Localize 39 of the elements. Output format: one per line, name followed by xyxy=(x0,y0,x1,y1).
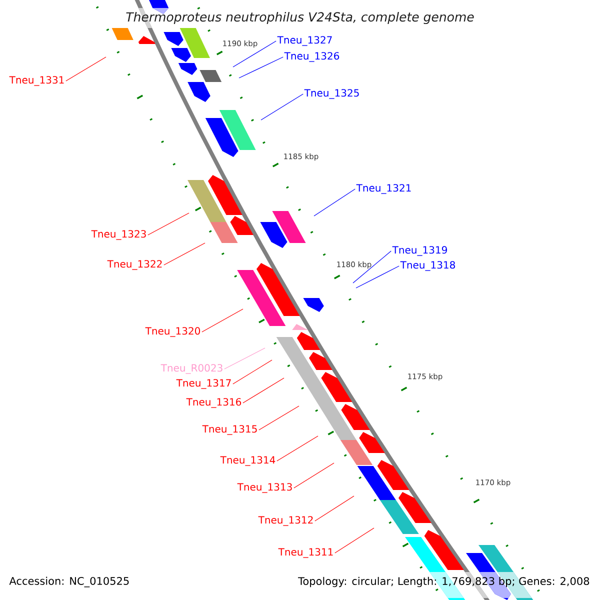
gene-label: Tneu_1321 xyxy=(356,184,411,194)
gene-label: Tneu_1316 xyxy=(186,398,242,408)
gene-label: Tneu_1313 xyxy=(237,483,292,493)
gene-label: Tneu_1315 xyxy=(202,425,257,435)
leader-line xyxy=(238,56,284,78)
leader-line xyxy=(334,528,374,554)
title: Thermoproteus neutrophilus V24Sta, complete genome xyxy=(126,12,474,24)
gene-label: Tneu_1312 xyxy=(258,516,313,526)
gene-label: Tneu_1320 xyxy=(145,327,200,337)
leader-line xyxy=(232,360,272,384)
leader-line xyxy=(232,40,276,68)
leader-line xyxy=(314,496,354,522)
leader-line xyxy=(148,212,190,236)
gene-label: Tneu_1318 xyxy=(400,261,455,271)
gene-label: Tneu_1326 xyxy=(284,52,340,62)
gene-label: Tneu_1322 xyxy=(107,260,162,270)
leader-line xyxy=(202,308,244,332)
genome-info-text: Topology: circular; Length: 1,769,823 bp; Genes: 2,008 xyxy=(298,576,590,588)
leader-line xyxy=(260,94,304,120)
leader-line xyxy=(276,436,318,462)
leader-line xyxy=(66,56,106,82)
gene-label: Tneu_1314 xyxy=(220,456,276,466)
gene-label: Tneu_1327 xyxy=(277,36,332,46)
gene-label: Tneu_1331 xyxy=(9,76,64,86)
gene-label: Tneu_1325 xyxy=(304,89,359,99)
gene-label: Tneu_1319 xyxy=(392,246,447,256)
gene-label: Tneu_1323 xyxy=(91,230,146,240)
leader-line xyxy=(314,188,356,216)
leader-line xyxy=(294,462,334,488)
gene-label: Tneu_1317 xyxy=(176,379,231,389)
leader-line xyxy=(164,242,206,266)
leader-line xyxy=(352,250,392,284)
leader-line xyxy=(242,378,284,404)
gene-label: Tneu_1311 xyxy=(278,548,333,558)
gene-label: Tneu_R0023 xyxy=(160,364,222,374)
accession-text: Accession: NC_010525 xyxy=(9,576,129,588)
leader-line xyxy=(224,348,266,370)
leader-line xyxy=(258,406,300,430)
leader-line xyxy=(356,266,400,288)
